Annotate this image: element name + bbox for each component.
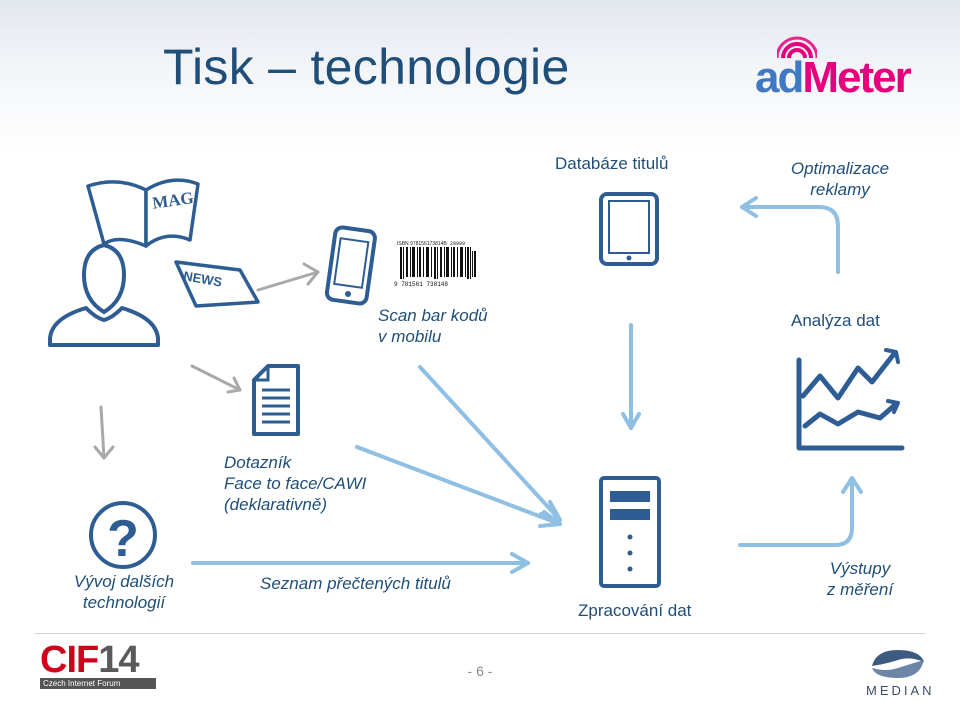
analysis-label: Analýza dat — [791, 311, 880, 330]
arrow-processing-to-outputs — [738, 476, 863, 547]
optimization-label-line1: Optimalizace — [790, 159, 890, 178]
development-label: Vývoj dalších technologií — [54, 571, 194, 613]
svg-text:?: ? — [107, 510, 139, 568]
optimization-label: Optimalizace reklamy — [772, 158, 908, 200]
scan-label: Scan bar kodů v mobilu — [378, 305, 488, 347]
user-icon — [48, 242, 160, 347]
signal-waves-icon — [777, 36, 817, 59]
document-icon — [252, 364, 300, 436]
barcode-isbn: ISBN 978156173814B — [397, 241, 447, 247]
median-logo-icon — [872, 650, 924, 678]
arrow-user-to-phone — [256, 262, 320, 292]
arrow-questionnaire-to-processing — [355, 445, 562, 528]
blue-arrows — [191, 196, 863, 574]
arrow-database-to-processing — [621, 323, 641, 430]
questionnaire-label-line3: (deklarativně) — [224, 495, 327, 514]
database-label: Databáze titulů — [555, 154, 669, 173]
optimization-label-line2: reklamy — [810, 180, 870, 199]
arrow-analysis-to-optimization — [740, 196, 840, 274]
arrow-user-to-questionnaire — [190, 364, 242, 394]
cif-text: CIF — [40, 639, 99, 681]
outputs-label-line2: z měření — [826, 580, 894, 599]
newspaper-icon: NEWS — [174, 260, 260, 308]
development-label-line1: Vývoj dalších — [73, 572, 175, 591]
barcode-icon: ISBN 978156173814B 9 781561 738148 29999 — [394, 241, 476, 288]
development-label-line2: technologií — [82, 593, 166, 612]
footer-divider — [35, 633, 925, 634]
server-icon — [599, 476, 661, 588]
questionnaire-label: Dotazník Face to face/CAWI (deklarativně… — [224, 452, 366, 515]
read-list-label: Seznam přečtených titulů — [260, 574, 451, 593]
arrow-readlist-to-processing — [191, 552, 530, 574]
page-number: - 6 - — [467, 663, 493, 679]
barcode-digits: 9 781561 738148 — [394, 281, 448, 288]
questionnaire-label-line2: Face to face/CAWI — [224, 474, 367, 493]
cif14-subtitle: Czech Internet Forum — [40, 678, 156, 689]
line-chart-icon — [796, 348, 905, 451]
scan-label-line2: v mobilu — [378, 327, 442, 346]
question-mark-icon: ? — [89, 501, 157, 569]
smartphone-icon — [324, 225, 377, 306]
median-wordmark: MEDIAN — [866, 683, 935, 698]
newspaper-label: NEWS — [182, 268, 223, 290]
slide-title: Tisk – technologie — [163, 39, 570, 95]
admeter-meter: Meter — [802, 53, 911, 102]
admeter-ad: ad — [755, 53, 804, 102]
grey-arrows — [93, 262, 320, 460]
tablet-icon — [599, 192, 659, 266]
questionnaire-label-line1: Dotazník — [224, 453, 292, 472]
outputs-label-line1: Výstupy — [829, 559, 891, 578]
barcode-addon: 29999 — [450, 241, 465, 247]
processing-label: Zpracování dat — [578, 601, 692, 620]
magazine-icon: MAG — [86, 178, 200, 248]
outputs-label: Výstupy z měření — [800, 558, 920, 600]
cif14-logo: CIF14 Czech Internet Forum — [40, 639, 156, 690]
cif14-wordmark: CIF14 — [40, 638, 140, 682]
cif-year: 14 — [98, 639, 139, 681]
scan-label-line1: Scan bar kodů — [378, 306, 488, 325]
arrow-user-to-question — [93, 405, 115, 460]
admeter-wordmark: adMeter — [755, 53, 912, 102]
